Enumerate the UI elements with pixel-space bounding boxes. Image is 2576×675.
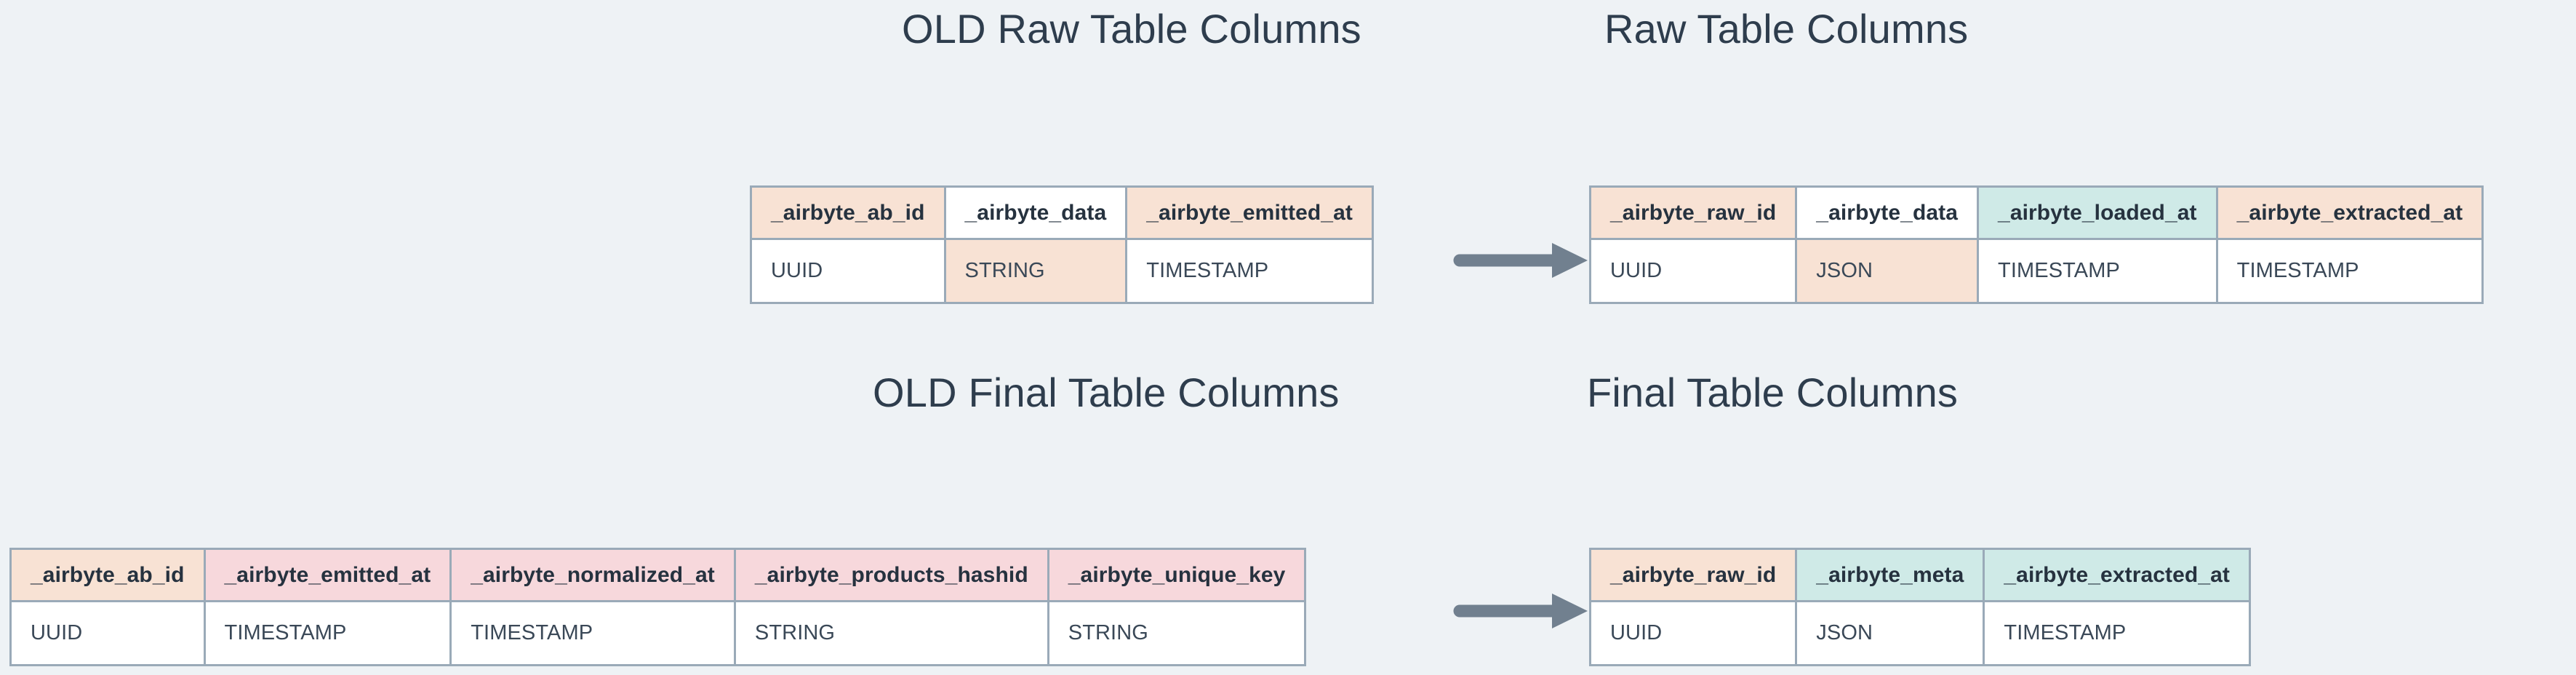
column-header-cell: _airbyte_data	[943, 185, 1128, 240]
arrow-old-raw-to-raw	[1453, 243, 1588, 278]
column-type-cell: TIMESTAMP	[449, 600, 736, 666]
column-type-cell: TIMESTAMP	[2215, 238, 2484, 304]
column-type-cell: UUID	[1588, 238, 1798, 304]
table-header-row: _airbyte_ab_id_airbyte_emitted_at_airbyt…	[9, 548, 1307, 602]
column-header-cell: _airbyte_loaded_at	[1977, 185, 2218, 240]
column-header-cell: _airbyte_raw_id	[1588, 185, 1798, 240]
column-header-cell: _airbyte_ab_id	[750, 185, 946, 240]
column-type-cell: JSON	[1795, 600, 1985, 666]
arrow-old-final-to-final	[1453, 594, 1588, 628]
column-header-cell: _airbyte_normalized_at	[449, 548, 736, 602]
column-type-cell: UUID	[750, 238, 946, 304]
column-header-cell: _airbyte_data	[1795, 185, 1980, 240]
column-type-cell: STRING	[1047, 600, 1307, 666]
heading-old-raw-table: OLD Raw Table Columns	[902, 6, 1361, 52]
column-type-cell: STRING	[733, 600, 1049, 666]
column-header-cell: _airbyte_emitted_at	[1125, 185, 1374, 240]
column-header-cell: _airbyte_ab_id	[9, 548, 206, 602]
table-header-row: _airbyte_raw_id_airbyte_data_airbyte_loa…	[1588, 185, 2484, 240]
table-header-row: _airbyte_raw_id_airbyte_meta_airbyte_ext…	[1588, 548, 2252, 602]
table-new-final-columns: _airbyte_raw_id_airbyte_meta_airbyte_ext…	[1588, 548, 2252, 666]
heading-old-final-table: OLD Final Table Columns	[873, 370, 1340, 415]
table-old-raw-columns: _airbyte_ab_id_airbyte_data_airbyte_emit…	[750, 185, 1374, 304]
column-header-cell: _airbyte_extracted_at	[1983, 548, 2252, 602]
column-header-cell: _airbyte_meta	[1795, 548, 1985, 602]
column-header-cell: _airbyte_extracted_at	[2215, 185, 2484, 240]
table-header-row: _airbyte_ab_id_airbyte_data_airbyte_emit…	[750, 185, 1374, 240]
column-type-cell: TIMESTAMP	[1983, 600, 2252, 666]
heading-new-final-table: Final Table Columns	[1587, 370, 1959, 415]
column-header-cell: _airbyte_emitted_at	[203, 548, 452, 602]
column-header-cell: _airbyte_raw_id	[1588, 548, 1798, 602]
column-type-cell: TIMESTAMP	[1977, 238, 2218, 304]
table-old-final-columns: _airbyte_ab_id_airbyte_emitted_at_airbyt…	[9, 548, 1307, 666]
column-type-cell: JSON	[1795, 238, 1980, 304]
column-type-cell: STRING	[943, 238, 1128, 304]
column-type-cell: TIMESTAMP	[203, 600, 452, 666]
column-header-cell: _airbyte_unique_key	[1047, 548, 1307, 602]
column-type-cell: TIMESTAMP	[1125, 238, 1374, 304]
column-type-cell: UUID	[1588, 600, 1798, 666]
heading-new-raw-table: Raw Table Columns	[1604, 6, 1969, 52]
column-type-cell: UUID	[9, 600, 206, 666]
column-header-cell: _airbyte_products_hashid	[733, 548, 1049, 602]
table-new-raw-columns: _airbyte_raw_id_airbyte_data_airbyte_loa…	[1588, 185, 2484, 304]
